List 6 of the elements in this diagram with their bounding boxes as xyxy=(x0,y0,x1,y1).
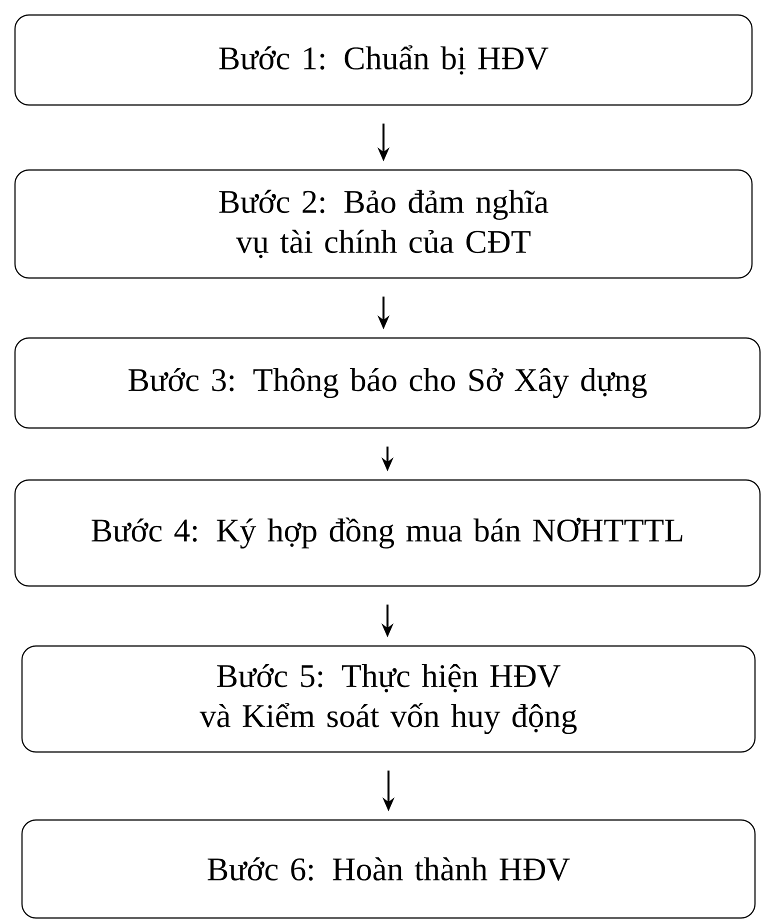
process-box: Bước 3: Thông báo cho Sở Xây dựng xyxy=(14,337,761,429)
process-box: Bước 4: Ký hợp đồng mua bán NƠHTTTL xyxy=(14,479,761,587)
process-box: Bước 1: Chuẩn bị HĐV xyxy=(14,14,753,106)
process-box: Bước 5: Thực hiện HĐV và Kiểm soát vốn huy động xyxy=(21,645,756,753)
process-box: Bước 2: Bảo đảm nghĩa vụ tài chính của CĐT xyxy=(14,169,753,279)
process-box: Bước 6: Hoàn thành HĐV xyxy=(21,819,756,919)
